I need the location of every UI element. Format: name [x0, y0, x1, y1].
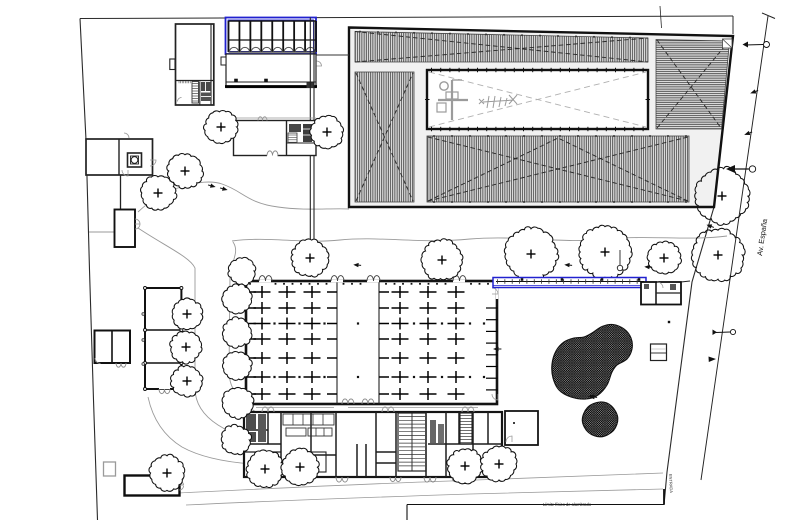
svg-text:ENTRADA: ENTRADA	[668, 474, 674, 494]
svg-text:Límite físico de alambrado: Límite físico de alambrado	[543, 502, 592, 507]
